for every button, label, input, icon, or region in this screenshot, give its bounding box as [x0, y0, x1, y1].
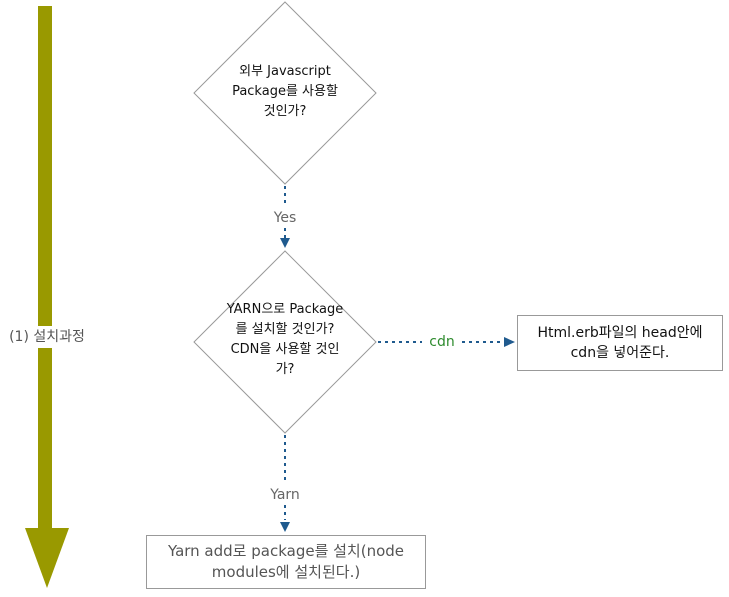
edge-label-yarn: Yarn [270, 487, 300, 503]
decision-text-line: YARN으로 Package [226, 302, 344, 317]
decision-text-line: CDN을 사용할 것인 [230, 342, 340, 357]
stage-arrow-head [25, 528, 69, 588]
process-box-text-line: Html.erb파일의 head안에 [537, 325, 703, 341]
process-box-cdn[interactable]: Html.erb파일의 head안에 cdn을 넣어준다. [517, 315, 723, 371]
stage-arrow-shaft [38, 6, 52, 530]
process-box-yarn[interactable]: Yarn add로 package를 설치(node modules에 설치된다… [146, 535, 426, 589]
stage-label: (1) 설치과정 [0, 326, 94, 348]
edge-label-yes: Yes [273, 210, 297, 226]
decision-text-line: 것인가? [263, 104, 307, 119]
decision-diamond-yarn-or-cdn[interactable] [193, 250, 377, 434]
arrowhead-yarn [280, 522, 290, 532]
decision-diamond-external-package[interactable] [193, 1, 377, 185]
edge-label-cdn: cdn [429, 334, 455, 350]
arrowhead-cdn [504, 337, 515, 347]
decision-text-line: Package를 사용할 [232, 84, 338, 99]
decision-text-line: 를 설치할 것인가? [235, 322, 335, 337]
arrowhead-yes [280, 238, 290, 248]
decision-text-line: 가? [275, 362, 295, 377]
decision-text-line: 외부 Javascript [239, 64, 331, 79]
stage-arrow [25, 6, 69, 588]
decision-text-yarn-or-cdn: YARN으로 Package 를 설치할 것인가? CDN을 사용할 것인 가? [200, 300, 370, 380]
process-box-text-line: Yarn add로 package를 설치(node [167, 542, 405, 560]
process-box-text-line: cdn을 넣어준다. [570, 345, 670, 361]
process-box-text-line: modules에 설치된다.) [211, 563, 361, 581]
decision-text-external-package: 외부 Javascript Package를 사용할 것인가? [200, 62, 370, 122]
